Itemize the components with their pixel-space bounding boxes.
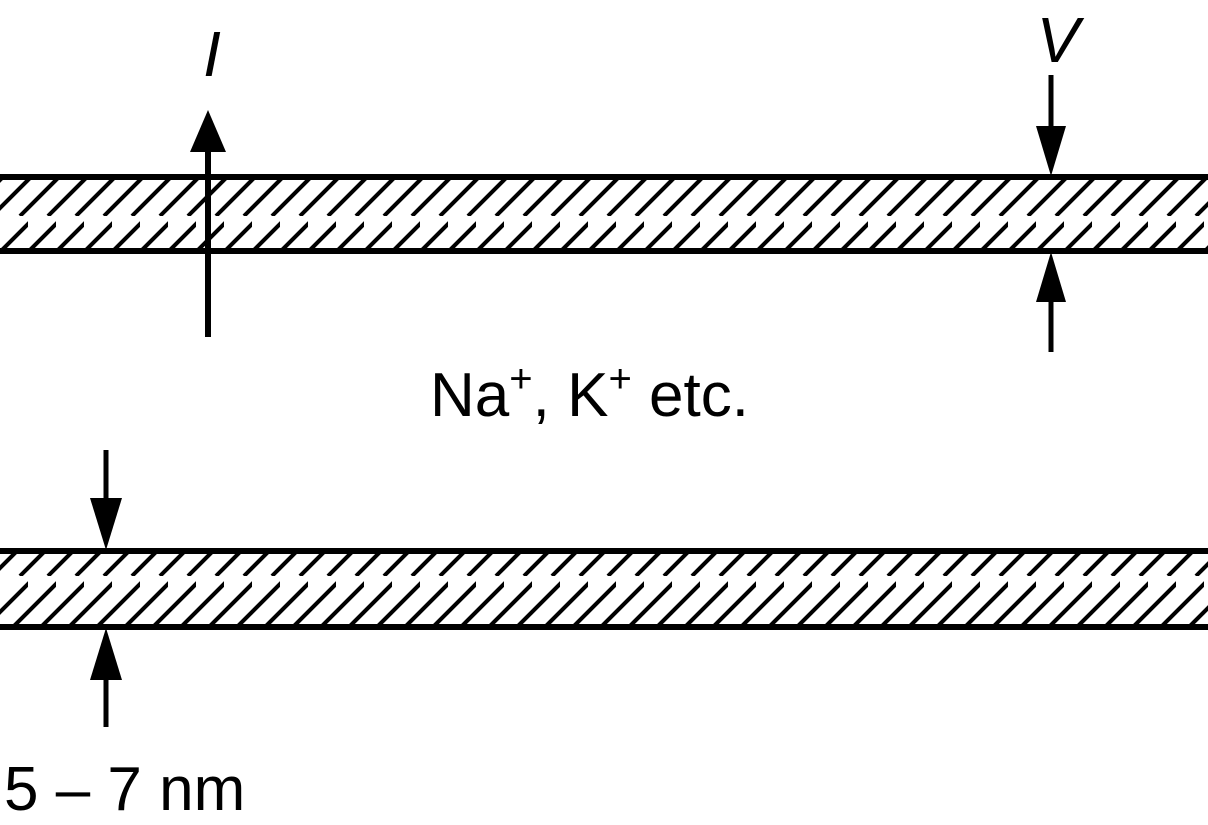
ions-label-k-charge: +: [608, 357, 631, 401]
upper-membrane-hatch: [0, 178, 1208, 250]
ions-label-na-charge: +: [509, 357, 532, 401]
voltage-arrow-bottom-head: [1036, 252, 1066, 302]
thickness-label: 5 – 7 nm: [4, 755, 245, 824]
current-arrow-head: [190, 110, 226, 152]
ions-label-na: Na: [430, 361, 510, 430]
ions-label-k: , K: [533, 361, 609, 430]
lower-membrane: [0, 548, 1208, 630]
upper-membrane: [0, 174, 1208, 254]
ions-label: Na+, K+ etc.: [430, 357, 749, 430]
thickness-arrows: [90, 450, 122, 727]
voltage-arrow-top-head: [1036, 126, 1066, 176]
ions-label-etc: etc.: [632, 361, 749, 430]
voltage-label: V: [1037, 4, 1085, 76]
thickness-arrow-top-head: [90, 498, 122, 550]
current-label: I: [203, 18, 221, 90]
thickness-arrow-bottom-head: [90, 628, 122, 680]
current-arrow: [190, 110, 226, 337]
voltage-arrows: [1036, 75, 1066, 352]
lower-membrane-hatch: [0, 553, 1208, 625]
